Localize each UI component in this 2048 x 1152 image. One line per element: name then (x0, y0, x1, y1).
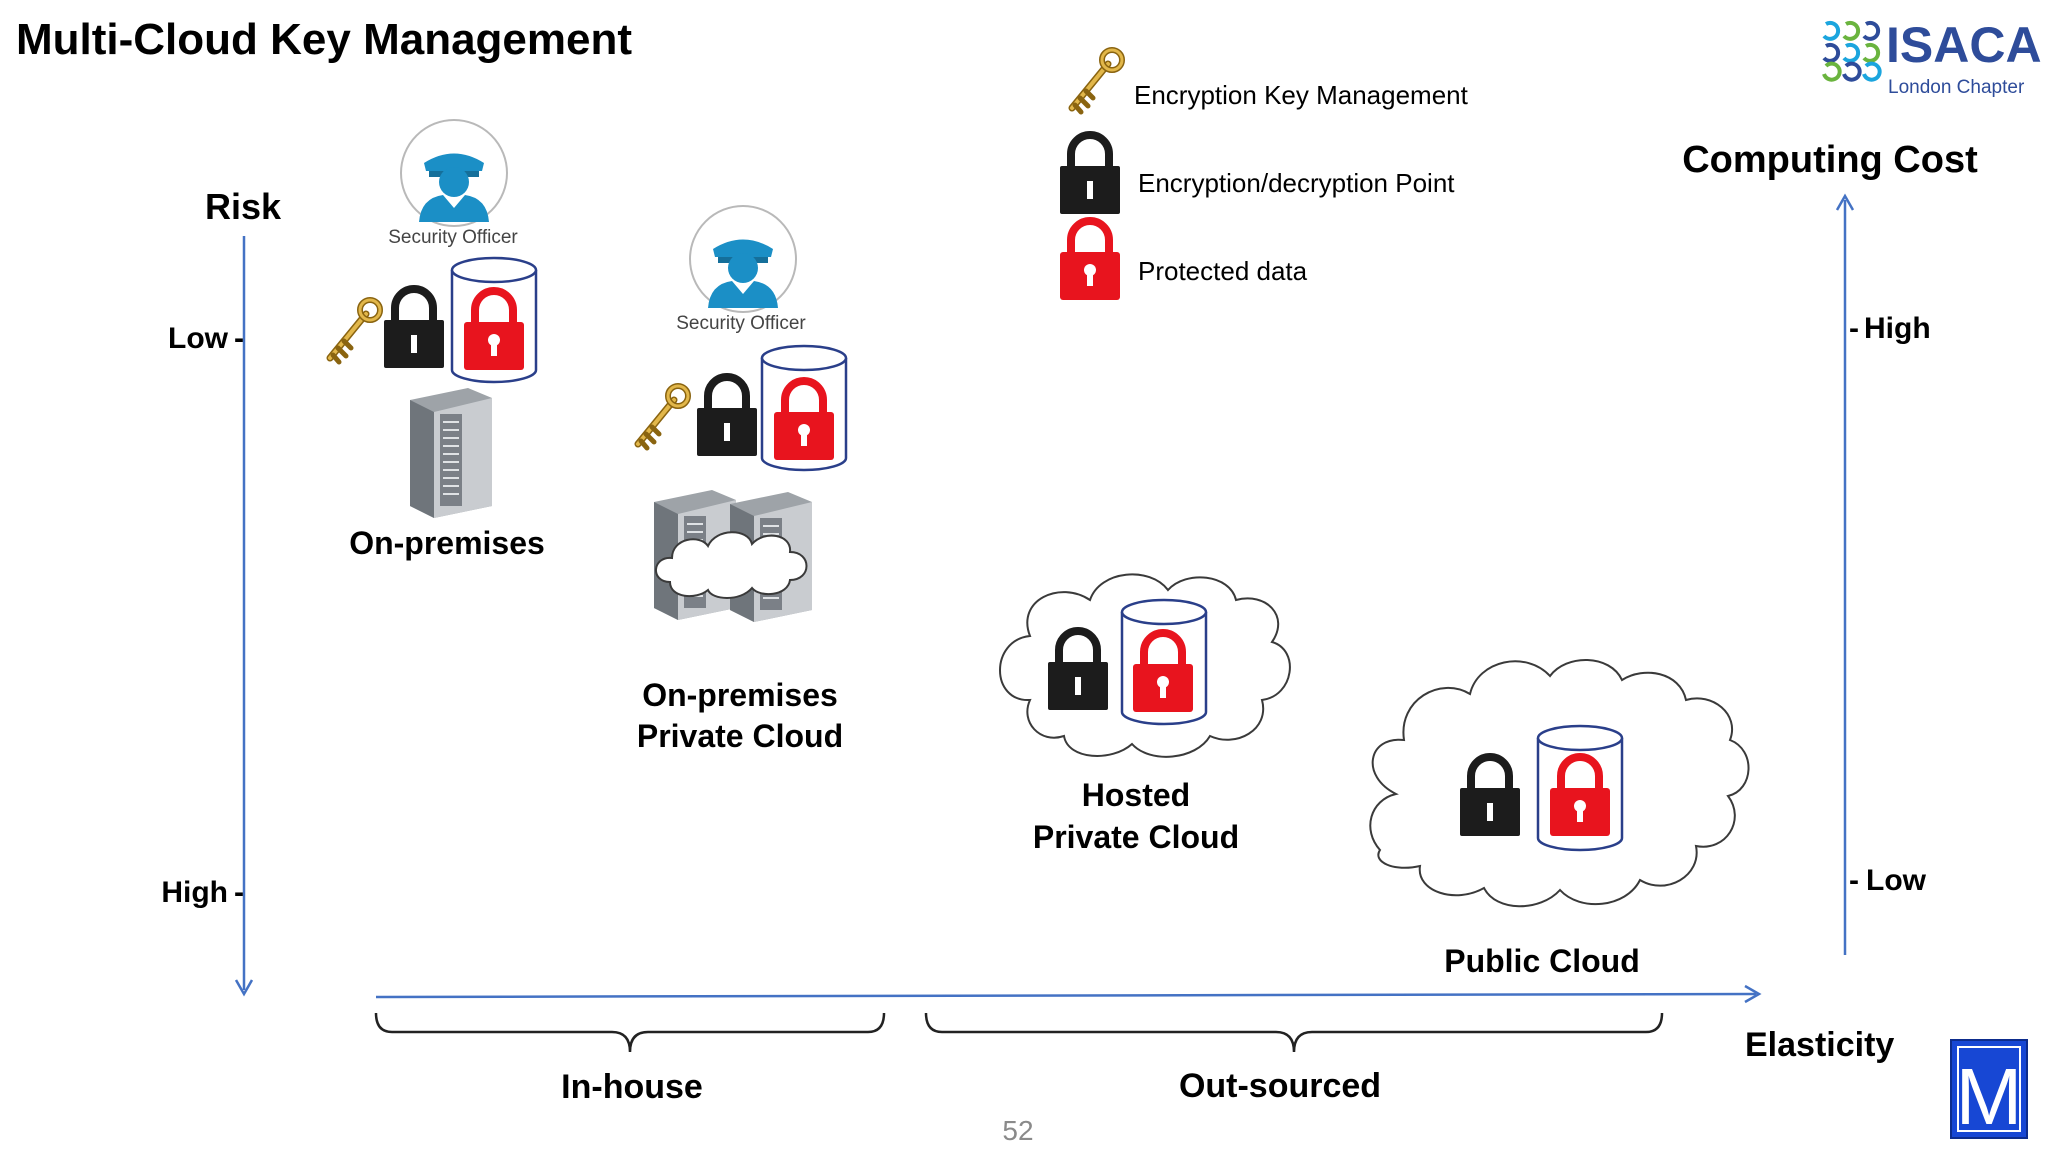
out-sourced-label: Out-sourced (1179, 1067, 1381, 1105)
legend-key-icon (1072, 50, 1122, 112)
security-officer-label: Security Officer (388, 227, 518, 248)
scenario-on-premises-private-cloud: Security Officer On-premises Private Clo… (637, 205, 848, 754)
security-officer-label: Security Officer (676, 313, 806, 334)
cost-tick-high: High (1864, 312, 1931, 345)
isaca-chapter: London Chapter (1888, 77, 2025, 98)
risk-axis-label: Risk (205, 186, 282, 227)
corner-logo-letter: M (1956, 1052, 2023, 1141)
legend-black-padlock-label: Encryption/decryption Point (1138, 168, 1455, 198)
security-officer-icon (400, 119, 508, 227)
risk-tick-low: Low (168, 322, 229, 355)
risk-tick-low-dash: - (234, 322, 244, 355)
legend-red-padlock-icon (1060, 221, 1120, 300)
elasticity-axis-label: Elasticity (1745, 1026, 1894, 1064)
risk-tick-high: High (161, 876, 228, 909)
hosted-cloud-label-line1: Hosted (1082, 777, 1190, 813)
corner-logo: M (1950, 1039, 2028, 1141)
cost-tick-low-dash: - (1849, 864, 1859, 897)
slide-title: Multi-Cloud Key Management (16, 15, 632, 64)
risk-axis: Risk Low - High - (161, 186, 282, 997)
black-padlock-icon (384, 289, 444, 368)
scenario-public-cloud: Public Cloud (1369, 659, 1750, 979)
elasticity-axis: Elasticity (375, 984, 1894, 1064)
server-icon (409, 387, 493, 519)
legend-black-padlock-icon (1060, 135, 1120, 214)
legend-red-padlock-label: Protected data (1138, 256, 1308, 286)
cost-axis-label: Computing Cost (1682, 139, 1978, 181)
page-number: 52 (1002, 1115, 1033, 1146)
in-house-label: In-house (561, 1068, 703, 1106)
black-padlock-icon (697, 377, 757, 456)
scenario-on-premises: Security Officer On-premises (330, 119, 545, 561)
isaca-logo: ISACA London Chapter (1822, 17, 2042, 98)
legend-key-label: Encryption Key Management (1134, 80, 1469, 110)
key-icon (638, 386, 688, 448)
legend: Encryption Key Management Encryption/dec… (1060, 50, 1469, 300)
isaca-wordmark: ISACA (1886, 17, 2042, 73)
cost-tick-high-dash: - (1849, 312, 1859, 345)
cloud-icon (655, 531, 808, 599)
scenario-hosted-private-cloud: Hosted Private Cloud (999, 573, 1291, 855)
hosted-cloud-label-line2: Private Cloud (1033, 819, 1239, 855)
in-house-bracket: In-house (374, 1012, 886, 1106)
key-icon (330, 300, 380, 362)
private-cloud-label-line1: On-premises (642, 677, 838, 713)
on-premises-label: On-premises (349, 525, 545, 561)
cost-axis: Computing Cost - High - Low (1682, 139, 1978, 955)
private-cloud-label-line2: Private Cloud (637, 718, 843, 754)
public-cloud-label: Public Cloud (1444, 943, 1640, 979)
security-officer-icon (689, 205, 797, 313)
risk-tick-high-dash: - (234, 876, 244, 909)
cost-tick-low: Low (1866, 864, 1927, 897)
out-sourced-bracket: Out-sourced (924, 1012, 1664, 1105)
